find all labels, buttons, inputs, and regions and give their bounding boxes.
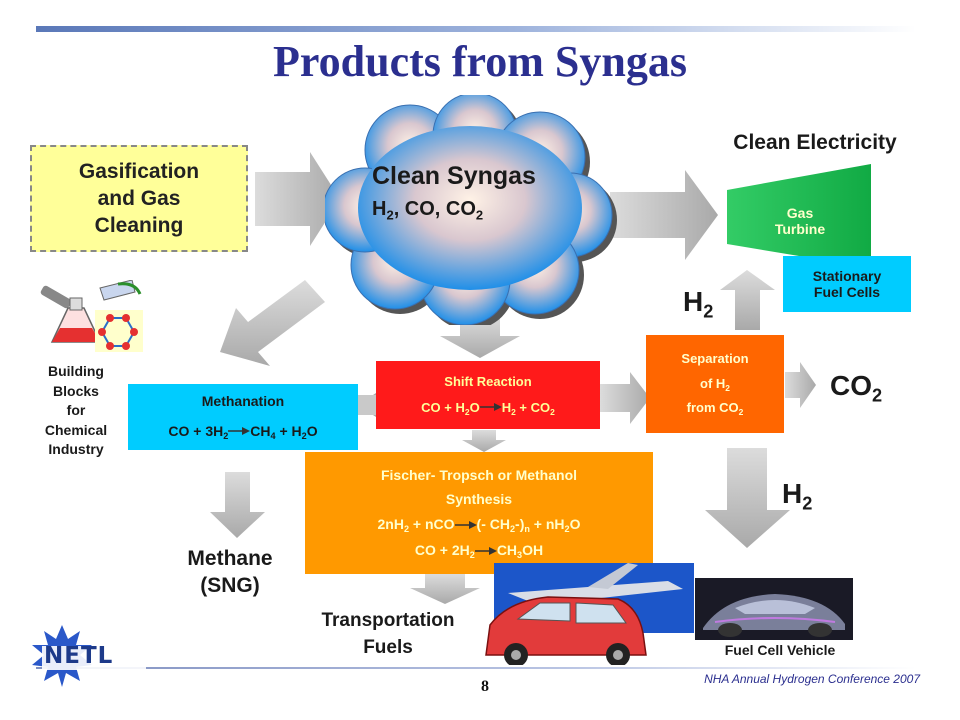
arrow-fischer-to-transportation [410,574,480,604]
arrow-separation-up [720,270,775,330]
syngas-title: Clean Syngas [372,162,536,190]
reaction-arrow-icon [454,513,477,538]
netl-logo-text: NETL [44,643,114,669]
page-number: 8 [481,678,489,695]
reaction-arrow-icon [479,395,502,421]
h2-label-lower: H2 [782,478,813,514]
syngas-formula: H2, CO, CO2 [372,198,484,223]
building-blocks-label: Building Blocks for Chemical Industry [44,363,108,458]
arrow-methanation-to-methane [210,472,265,538]
h2-label-upper: H2 [683,286,714,322]
co2-label: CO2 [830,370,883,406]
gasification-line3: Cleaning [94,214,184,238]
clean-electricity-label: Clean Electricity [733,131,897,154]
arrow-syngas-to-building-blocks [220,280,325,366]
syngas-cloud [325,95,617,325]
transportation-fuels-label: Transportation Fuels [321,610,455,658]
arrow-gasification-to-syngas [255,152,340,246]
fuel-cell-vehicle-label: Fuel Cell Vehicle [724,642,836,658]
gasification-line1: Gasification [78,159,200,183]
fuel-cell-vehicle-image [695,578,853,640]
fischer-tropsch-box: Fischer- Tropsch or Methanol Synthesis 2… [305,452,653,574]
netl-logo [32,625,146,687]
separation-box: Separation of H2 from CO2 [646,335,784,433]
arrow-shift-to-methanation-body [358,395,376,415]
slide-title: Products from Syngas [273,37,687,86]
arrow-separation-to-co2 [785,362,816,408]
gas-turbine-shape [727,164,871,268]
footer-line [36,667,916,669]
methane-label: Methane (SNG) [187,547,273,598]
arrow-syngas-to-turbine [610,170,718,260]
reaction-arrow-icon [228,417,251,446]
conference-label: NHA Annual Hydrogen Conference 2007 [704,672,920,686]
gasification-line2: and Gas [97,186,181,210]
arrow-shift-to-fischer [462,430,506,452]
chemistry-flasks-icon [40,280,143,352]
arrow-syngas-to-shift [440,316,520,358]
reaction-arrow-icon [474,539,497,564]
car-and-airplane-image [485,563,694,665]
arrow-separation-down [705,448,790,548]
gasification-box: Gasification and Gas Cleaning [30,145,248,252]
arrow-shift-to-separation [600,372,650,424]
title-decor-bar [36,26,916,32]
